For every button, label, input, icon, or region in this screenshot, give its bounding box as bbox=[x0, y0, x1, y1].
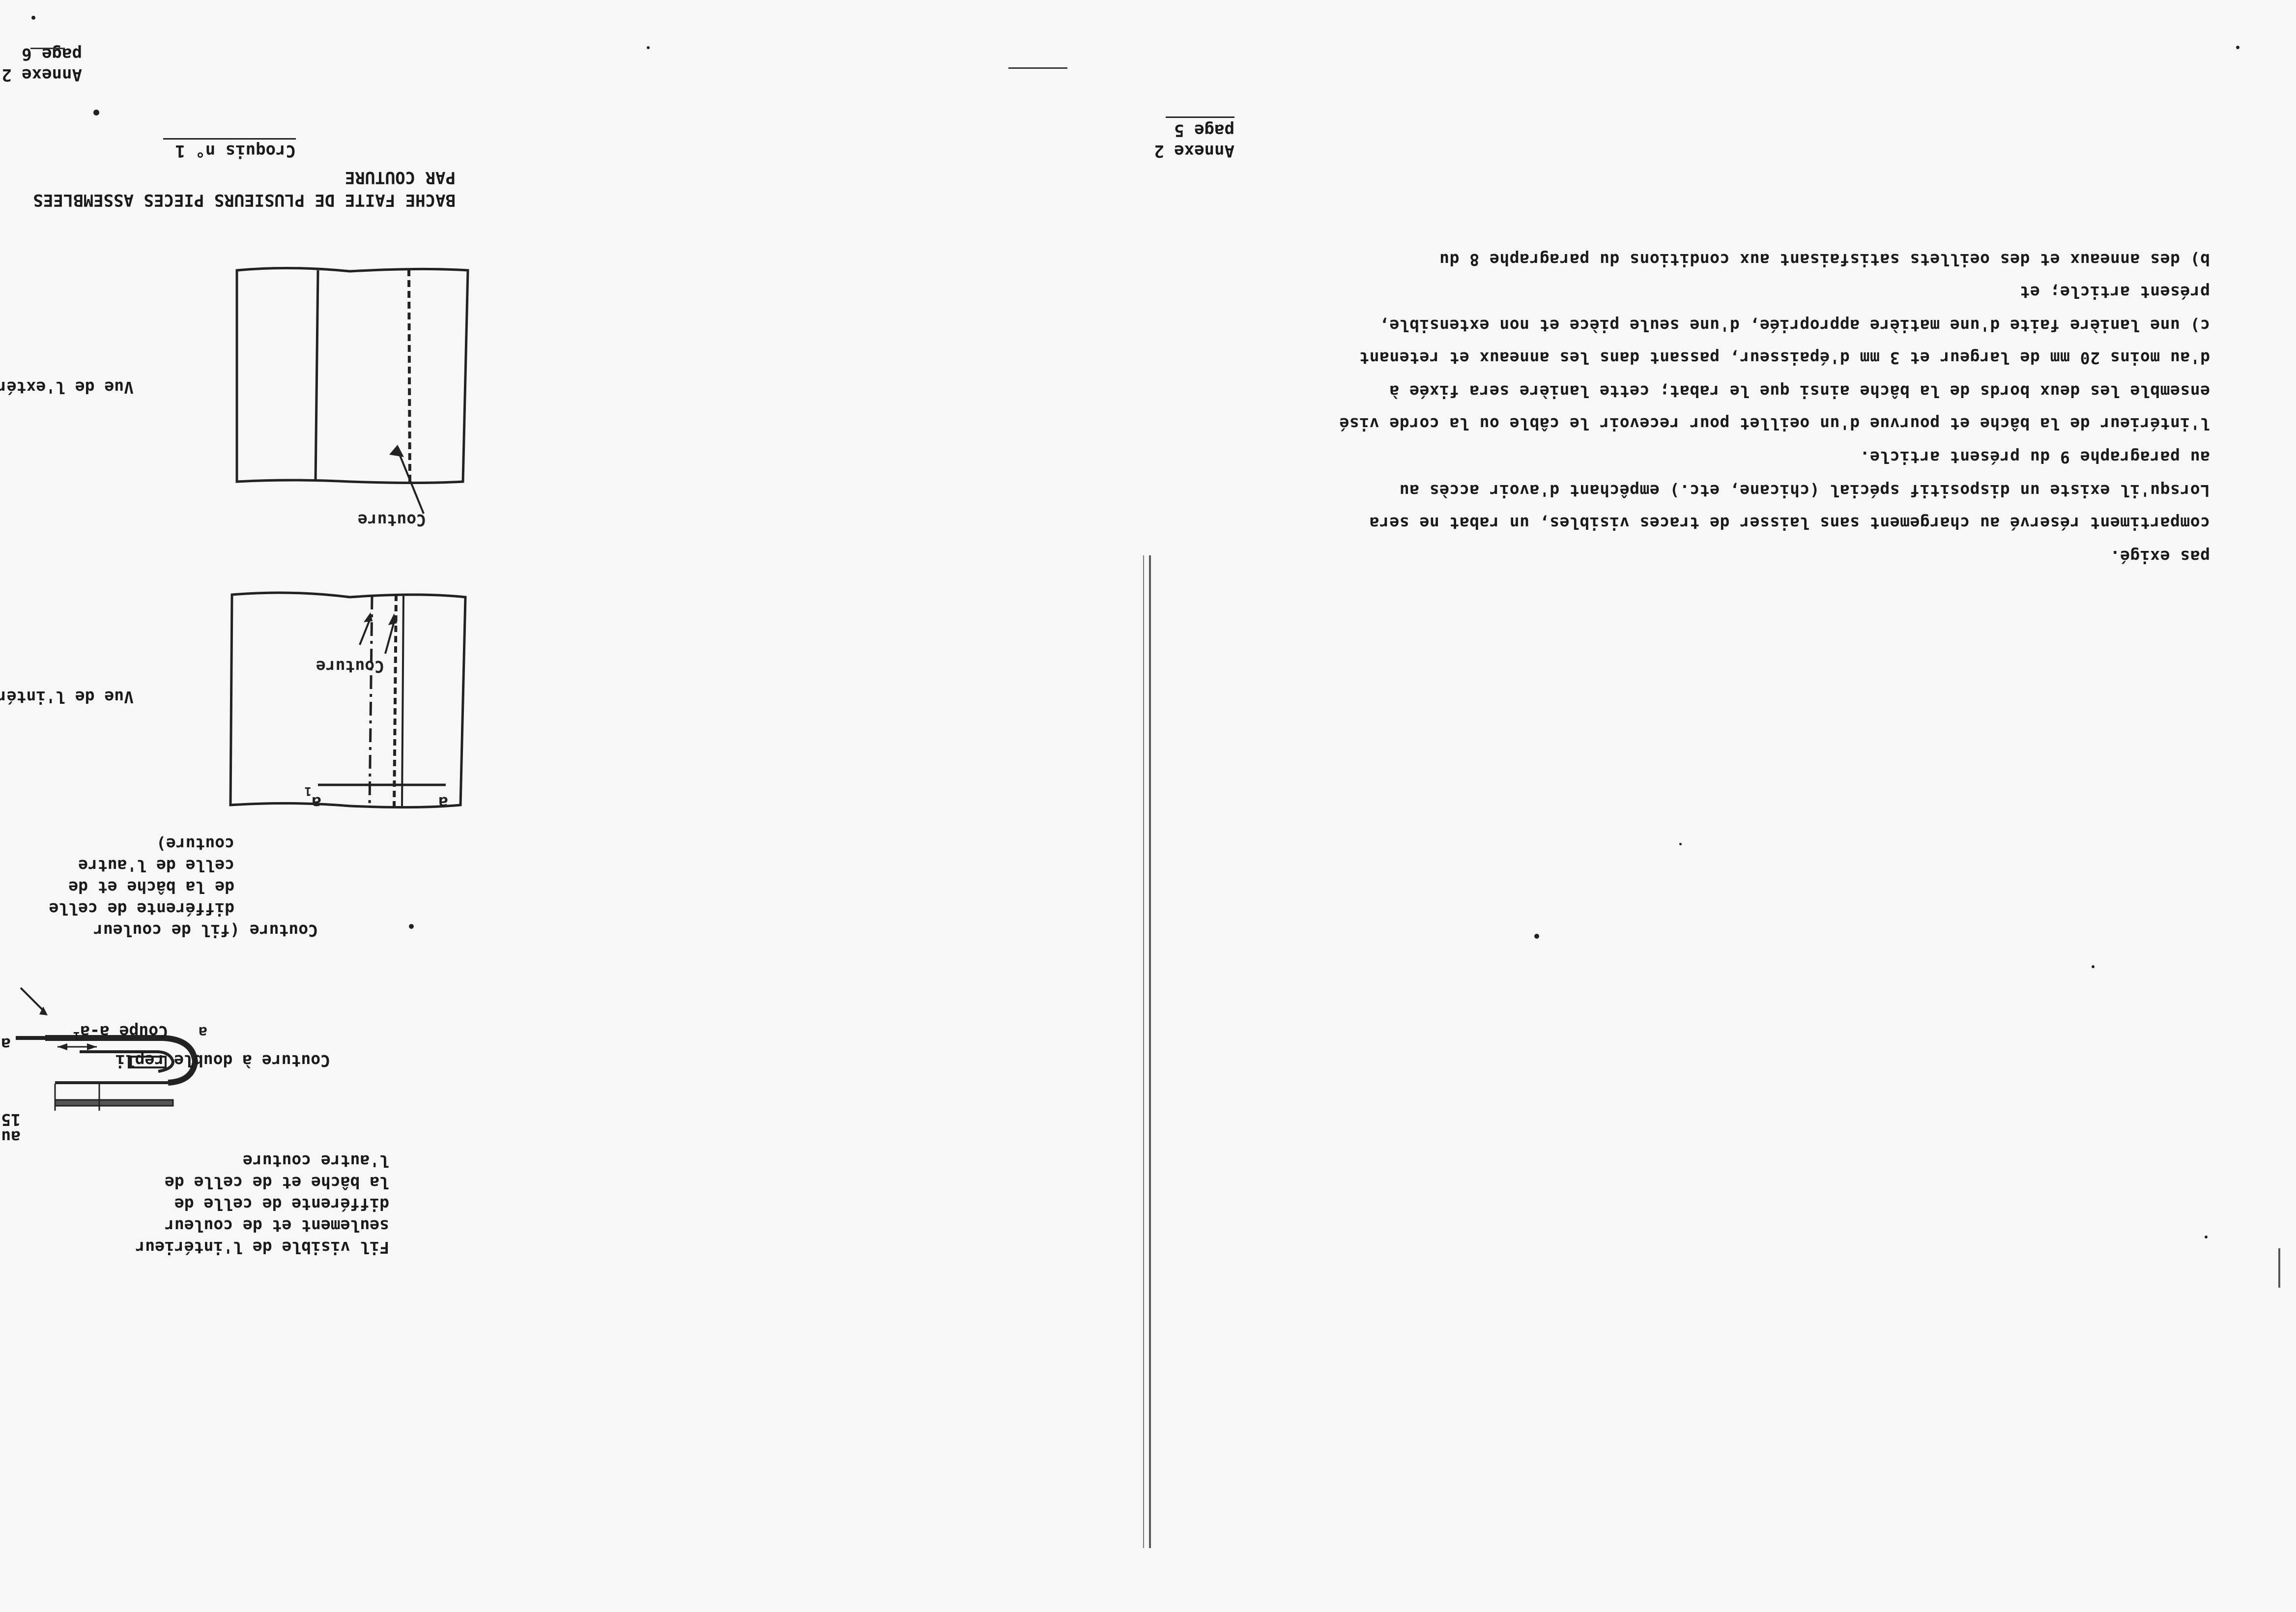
page-5: Annexe 2 page 5 b) des anneaux et des oe… bbox=[1141, 0, 2296, 1612]
annex-label: Annexe 2 bbox=[1, 65, 82, 85]
mark-a1-sub: 1 bbox=[305, 784, 312, 798]
section-mark-a1: a1 bbox=[0, 1035, 11, 1055]
seam-visible bbox=[314, 270, 319, 482]
binding-gutter bbox=[1143, 555, 1151, 1548]
scan-edge-mark bbox=[2278, 1248, 2280, 1288]
section-caption: Coupe a-a1 bbox=[73, 1022, 168, 1043]
dimension-note: au moins bbox=[0, 1127, 21, 1147]
header-rule bbox=[1166, 116, 1234, 118]
arrowhead bbox=[87, 1043, 97, 1050]
tarpaulin-panel bbox=[229, 591, 467, 809]
leader-line bbox=[396, 447, 425, 514]
section-caption-2: Couture à double repli bbox=[115, 1051, 330, 1070]
exterior-caption: Vue de l'extérieur bbox=[0, 378, 134, 397]
sketch-title-underline bbox=[163, 138, 296, 140]
tarpaulin-layer bbox=[54, 1099, 174, 1107]
arrowhead bbox=[364, 612, 373, 622]
text-line: ensemble les deux bords de la bâche ains… bbox=[1389, 382, 2210, 401]
fold-inner bbox=[80, 1050, 175, 1073]
arrowhead bbox=[57, 1043, 67, 1050]
page-number: page 6 bbox=[22, 44, 82, 64]
text-line: présent article; et bbox=[2020, 283, 2210, 302]
seam-label: Couture bbox=[358, 511, 426, 530]
seam-stitch-dashed bbox=[393, 594, 398, 806]
seam-label: Couture bbox=[316, 657, 384, 676]
arrowhead bbox=[389, 445, 404, 457]
scan-speck bbox=[409, 924, 414, 929]
text-line: au paragraphe 9 du présent article. bbox=[1860, 448, 2210, 467]
mark-a1: a bbox=[312, 793, 321, 812]
scan-speck bbox=[2092, 965, 2095, 968]
scan-speck bbox=[31, 16, 35, 20]
fold-outer bbox=[45, 1035, 199, 1086]
scan-speck bbox=[93, 110, 99, 115]
scan-speck bbox=[1679, 843, 1682, 845]
page-number: page 5 bbox=[1174, 120, 1234, 140]
text-line: c) une lanière faite d'une matière appro… bbox=[1379, 316, 2210, 335]
interior-caption: Vue de l'intérieur bbox=[0, 688, 134, 707]
leader-line bbox=[384, 621, 395, 654]
interior-view-drawing: a a 1 Couture bbox=[229, 591, 467, 812]
thread-note: Fil visible de l'intérieur seulement et … bbox=[135, 1151, 389, 1257]
seam-stitch-dashed bbox=[407, 269, 411, 483]
scan-edge-mark bbox=[30, 48, 65, 49]
tarpaulin-panel bbox=[235, 266, 469, 484]
text-line: pas exigé. bbox=[2110, 547, 2210, 566]
sketch-subtitle: BACHE FAITE DE PLUSIEURS PIECES ASSEMBLE… bbox=[33, 168, 456, 210]
leader-line bbox=[359, 620, 371, 645]
mark-a: a bbox=[199, 1023, 207, 1040]
fold-core bbox=[128, 1056, 167, 1068]
text-line: compartiment réservé au chargement sans … bbox=[1369, 514, 2210, 533]
seam-dashdot bbox=[368, 595, 373, 806]
seam-edge bbox=[401, 594, 404, 806]
annex-label: Annexe 2 bbox=[1154, 141, 1234, 161]
arrowhead bbox=[39, 1007, 48, 1015]
text-line: l'intérieur de la bâche et pourvue d'un … bbox=[1339, 414, 2210, 433]
text-line: Lorsqu'il existe un dispositif spécial (… bbox=[1399, 481, 2210, 500]
scan-speck bbox=[2205, 1236, 2208, 1238]
mark-a: a bbox=[438, 793, 448, 812]
text-line: d'au moins 20 mm de largeur et 3 mm d'ép… bbox=[1359, 348, 2210, 368]
scan-speck bbox=[1534, 934, 1539, 939]
dashdot-seam-note: Couture (fil de couleur différente de ce… bbox=[49, 835, 318, 940]
leader-line bbox=[20, 987, 46, 1013]
page-6: Annexe 2 page 6 Croquis n° 1 BACHE FAITE… bbox=[0, 0, 1141, 1612]
scan-speck bbox=[647, 46, 650, 49]
sketch-title: Croquis n° 1 bbox=[175, 141, 296, 161]
arrowhead bbox=[388, 613, 397, 625]
scan-edge-mark bbox=[1008, 67, 1067, 69]
section-drawing: a a bbox=[16, 987, 207, 1111]
text-line: b) des anneaux et des oeillets satisfais… bbox=[1439, 250, 2210, 269]
exterior-view-drawing: Couture bbox=[235, 266, 469, 530]
scan-speck bbox=[2236, 46, 2239, 49]
